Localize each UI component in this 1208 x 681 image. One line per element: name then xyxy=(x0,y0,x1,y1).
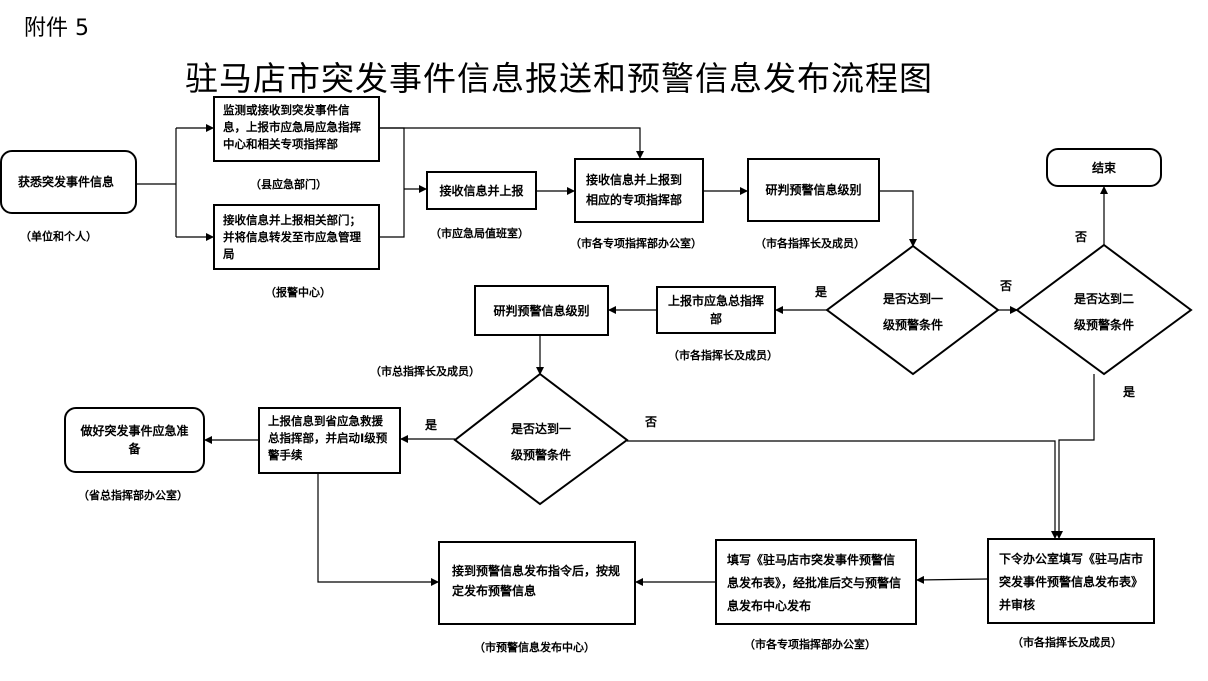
edge-label-d3-yes: 是 xyxy=(425,418,438,432)
decision-3-line2: 级预警条件 xyxy=(510,448,571,462)
node-special-text: 接收信息并上报到相应的专项指挥部 xyxy=(586,173,683,207)
node-end: 结束 xyxy=(1046,148,1162,187)
node-special: 接收信息并上报到相应的专项指挥部 xyxy=(574,158,704,223)
node-monitor-caption: （县应急部门） xyxy=(250,178,327,191)
decision-diamond-1 xyxy=(825,244,1000,376)
node-judge1: 研判预警信息级别 xyxy=(747,158,880,222)
node-release: 接到预警信息发布指令后，按规定发布预警信息 xyxy=(438,541,636,625)
node-alarm-text: 接收信息并上报相关部门；并将信息转发至市应急管理局 xyxy=(223,213,361,261)
node-release-caption: （市预警信息发布中心） xyxy=(474,641,595,654)
node-alarm: 接收信息并上报相关部门；并将信息转发至市应急管理局 xyxy=(213,204,380,270)
node-order-caption: （市各指挥长及成员） xyxy=(1012,636,1122,649)
node-start-text: 获悉突发事件信息 xyxy=(18,175,115,189)
node-prepare: 做好突发事件应急准备 xyxy=(64,407,205,473)
node-order-text: 下令办公室填写《驻马店市突发事件预警信息发布表》并审核 xyxy=(999,552,1144,612)
node-release-text: 接到预警信息发布指令后，按规定发布预警信息 xyxy=(452,564,621,598)
node-end-text: 结束 xyxy=(1091,160,1116,175)
decision-2-line1: 是否达到二 xyxy=(1073,292,1134,306)
decision-3-line1: 是否达到一 xyxy=(510,422,571,436)
node-fill-form-caption: （市各专项指挥部办公室） xyxy=(744,638,876,651)
node-report-hq: 上报市应急总指挥部 xyxy=(656,286,776,334)
decision-2-text: 是否达到二 级预警条件 xyxy=(1053,286,1155,338)
node-start-caption: （单位和个人） xyxy=(20,230,97,243)
node-report-prov-text: 上报信息到省应急救援总指挥部，并启动I级预警手续 xyxy=(268,414,388,462)
decision-diamond-2 xyxy=(1015,243,1193,376)
decision-1-text: 是否达到一 级预警条件 xyxy=(862,286,964,338)
decision-diamond-3 xyxy=(453,372,629,506)
node-duty: 接收信息并上报 xyxy=(426,171,537,210)
decision-1-line2: 级预警条件 xyxy=(882,318,943,332)
node-judge2: 研判预警信息级别 xyxy=(474,285,609,336)
decision-2-line2: 级预警条件 xyxy=(1073,318,1134,332)
attachment-label: 附件 5 xyxy=(24,16,89,41)
node-judge1-text: 研判预警信息级别 xyxy=(765,183,862,197)
node-judge1-caption: （市各指挥长及成员） xyxy=(755,237,865,250)
page-title: 驻马店市突发事件信息报送和预警信息发布流程图 xyxy=(185,59,933,98)
node-fill-form: 填写《驻马店市突发事件预警信息发布表》，经批准后交与预警信息发布中心发布 xyxy=(715,539,917,625)
node-alarm-caption: （报警中心） xyxy=(265,286,331,299)
node-duty-text: 接收信息并上报 xyxy=(439,183,524,198)
node-judge2-text: 研判预警信息级别 xyxy=(493,303,590,318)
edge-label-d2-no: 否 xyxy=(1075,230,1088,244)
node-prepare-text: 做好突发事件应急准备 xyxy=(80,424,189,456)
node-judge2-caption: （市总指挥长及成员） xyxy=(370,365,480,378)
node-report-prov: 上报信息到省应急救援总指挥部，并启动I级预警手续 xyxy=(258,407,401,474)
node-duty-caption: （市应急局值班室） xyxy=(430,227,529,240)
node-order: 下令办公室填写《驻马店市突发事件预警信息发布表》并审核 xyxy=(987,538,1155,624)
edge-label-d1-no: 否 xyxy=(1000,279,1013,293)
node-report-hq-caption: （市各指挥长及成员） xyxy=(668,349,778,362)
node-start: 获悉突发事件信息 xyxy=(0,150,137,214)
node-special-caption: （市各专项指挥部办公室） xyxy=(570,237,702,250)
node-report-hq-text: 上报市应急总指挥部 xyxy=(668,294,765,326)
node-prepare-caption: （省总指挥部办公室） xyxy=(78,489,188,502)
edge-label-d2-yes: 是 xyxy=(1123,385,1136,399)
edge-label-d1-yes: 是 xyxy=(815,285,828,299)
node-monitor: 监测或接收到突发事件信息，上报市应急局应急指挥中心和相关专项指挥部 xyxy=(213,96,380,162)
edge-label-d3-no: 否 xyxy=(645,415,658,429)
decision-1-line1: 是否达到一 xyxy=(882,292,943,306)
decision-3-text: 是否达到一 级预警条件 xyxy=(490,416,592,468)
node-fill-form-text: 填写《驻马店市突发事件预警信息发布表》，经批准后交与预警信息发布中心发布 xyxy=(727,553,902,613)
node-monitor-text: 监测或接收到突发事件信息，上报市应急局应急指挥中心和相关专项指挥部 xyxy=(223,103,361,151)
